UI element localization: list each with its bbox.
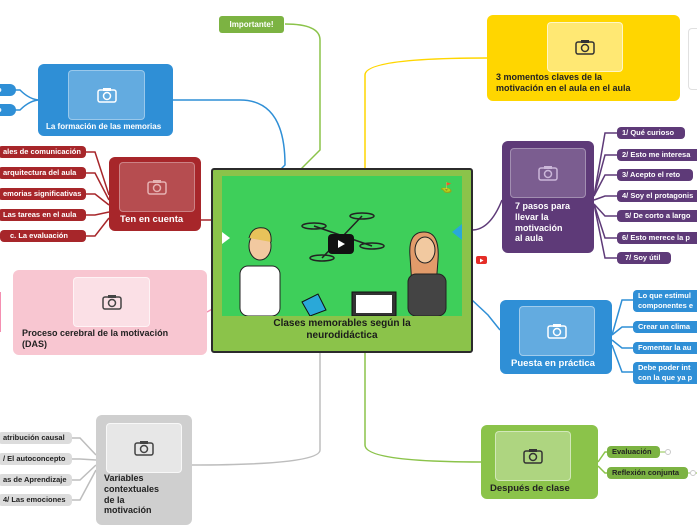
puesta-item[interactable]: Lo que estimul componentes e — [633, 290, 697, 312]
variables-title: Variables contextuales de la motivación — [104, 473, 159, 516]
proceso-title: Proceso cerebral de la motivación (DAS) — [22, 328, 168, 350]
important-node[interactable]: Importante! — [219, 16, 284, 33]
tres-momentos-title: 3 momentos claves de la motivación en el… — [496, 72, 631, 94]
youtube-icon[interactable] — [476, 256, 487, 264]
camera-icon — [495, 431, 571, 481]
ten-en-cuenta-item[interactable]: emorias significativas — [0, 188, 86, 200]
camera-icon — [68, 70, 145, 120]
ten-en-cuenta-title: Ten en cuenta — [120, 214, 183, 225]
camera-icon — [510, 148, 586, 198]
camera-icon — [119, 162, 195, 212]
video-thumbnail[interactable]: ⛳ — [222, 176, 462, 316]
ten-en-cuenta-item[interactable]: arquitectura del aula — [0, 167, 86, 179]
puesta-item[interactable]: Fomentar la au — [633, 342, 697, 354]
puesta-node[interactable]: Puesta en práctica — [500, 300, 612, 374]
proceso-connector-stub — [0, 292, 4, 332]
formacion-node[interactable]: La formación de las memorias — [38, 64, 173, 136]
center-node[interactable]: ⛳ Clases memorables según la neurodidáct… — [211, 168, 473, 353]
ten-en-cuenta-item[interactable]: ales de comunicación — [0, 146, 86, 158]
proceso-node[interactable]: Proceso cerebral de la motivación (DAS) — [13, 270, 207, 355]
ten-en-cuenta-item[interactable]: c. La evaluación — [0, 230, 86, 242]
formacion-child[interactable]: o — [0, 84, 16, 96]
svg-text:⛳: ⛳ — [440, 181, 452, 194]
camera-icon — [547, 22, 623, 72]
siete-pasos-item[interactable]: 6/ Esto merece la p — [617, 232, 697, 244]
tres-momentos-node[interactable]: 3 momentos claves de la motivación en el… — [487, 15, 680, 101]
formacion-child[interactable]: o — [0, 104, 16, 116]
siete-pasos-item[interactable]: 3/ Acepto el reto — [617, 169, 693, 181]
despues-item[interactable]: Reflexión conjunta — [607, 467, 688, 479]
puesta-item[interactable]: Debe poder int con la que ya p — [633, 362, 697, 384]
variables-item[interactable]: / El autoconcepto — [0, 453, 72, 465]
collapse-toggle[interactable] — [665, 449, 671, 455]
variables-item[interactable]: 4/ Las emociones — [0, 494, 72, 506]
siete-pasos-node[interactable]: 7 pasos para llevar la motivación al aul… — [502, 141, 594, 253]
camera-icon — [73, 277, 150, 327]
despues-node[interactable]: Después de clase — [481, 425, 598, 499]
camera-icon — [519, 306, 595, 356]
play-icon[interactable] — [328, 234, 354, 254]
siete-pasos-item[interactable]: 5/ De corto a largo — [617, 210, 697, 222]
important-label: Importante! — [230, 20, 274, 29]
variables-node[interactable]: Variables contextuales de la motivación — [96, 415, 192, 525]
puesta-title: Puesta en práctica — [511, 358, 595, 369]
puesta-item[interactable]: Crear un clima — [633, 321, 697, 333]
despues-item[interactable]: Evaluación — [607, 446, 660, 458]
camera-icon — [106, 423, 182, 473]
tres-momentos-child-stub — [688, 28, 697, 90]
formacion-title: La formación de las memorias — [46, 122, 161, 132]
ten-en-cuenta-node[interactable]: Ten en cuenta — [109, 157, 201, 231]
siete-pasos-item[interactable]: 4/ Soy el protagonis — [617, 190, 697, 202]
siete-pasos-item[interactable]: 1/ Qué curioso — [617, 127, 685, 139]
variables-item[interactable]: as de Aprendizaje — [0, 474, 72, 486]
collapse-toggle[interactable] — [690, 470, 696, 476]
despues-title: Después de clase — [490, 483, 570, 494]
center-title: Clases memorables según la neurodidáctic… — [213, 318, 471, 342]
ten-en-cuenta-item[interactable]: Las tareas en el aula — [0, 209, 86, 221]
variables-item[interactable]: atribución causal — [0, 432, 72, 444]
siete-pasos-item[interactable]: 2/ Esto me interesa — [617, 149, 697, 161]
siete-pasos-title: 7 pasos para llevar la motivación al aul… — [515, 201, 570, 244]
siete-pasos-item[interactable]: 7/ Soy útil — [617, 252, 671, 264]
